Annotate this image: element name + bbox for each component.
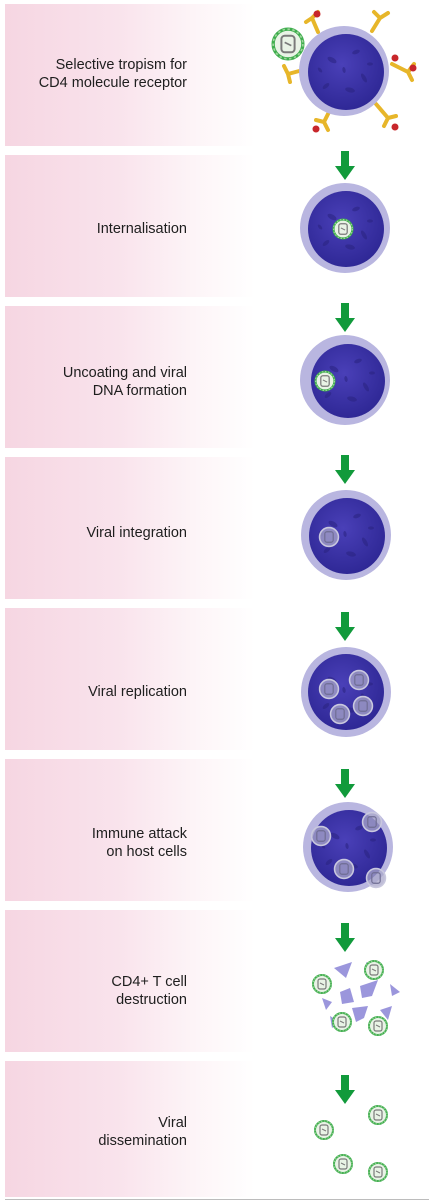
step-panel-6: Immune attack on host cells: [5, 759, 255, 901]
arrow-1: [335, 151, 355, 180]
step-label-3: Uncoating and viral DNA formation: [62, 365, 187, 399]
step-panel-8: Viral dissemination: [5, 1061, 255, 1197]
arrow-7: [335, 1075, 355, 1104]
uncoating-cell: [300, 335, 390, 425]
step-panel-7: CD4+ T cell destruction: [5, 910, 255, 1052]
arrow-6: [335, 923, 355, 952]
step-panel-4: Viral integration: [5, 457, 255, 599]
step-label-6: Immune attack on host cells: [91, 826, 187, 860]
integration-cell: [301, 490, 391, 580]
step-label-1: Selective tropism for CD4 molecule recep…: [38, 57, 187, 91]
arrow-3: [335, 455, 355, 484]
step-label-7: CD4+ T cell destruction: [111, 974, 187, 1008]
immune-attack-cell: [303, 802, 393, 892]
receptor-tips: [312, 10, 417, 133]
cell-destruction-fragments: [312, 960, 400, 1036]
step-panel-1: Selective tropism for CD4 molecule recep…: [5, 4, 255, 146]
step-panel-2: Internalisation: [5, 155, 255, 297]
virus-particle: [271, 27, 305, 61]
step-label-8: Viral dissemination: [98, 1115, 187, 1149]
replication-cell: [301, 647, 391, 737]
step-label-5: Viral replication: [88, 684, 187, 700]
arrow-5: [335, 769, 355, 798]
step-label-2: Internalisation: [96, 221, 187, 237]
step-label-4: Viral integration: [86, 525, 188, 541]
step-panel-5: Viral replication: [5, 608, 255, 750]
step-panel-3: Uncoating and viral DNA formation: [5, 306, 255, 448]
virus-dissemination: [314, 1105, 388, 1182]
arrow-2: [335, 303, 355, 332]
internalisation-cell: [300, 183, 390, 273]
cell-nucleus: [308, 34, 384, 110]
cd4-cell-illustration: [271, 10, 417, 133]
arrow-4: [335, 612, 355, 641]
bottom-divider: [5, 1199, 429, 1200]
